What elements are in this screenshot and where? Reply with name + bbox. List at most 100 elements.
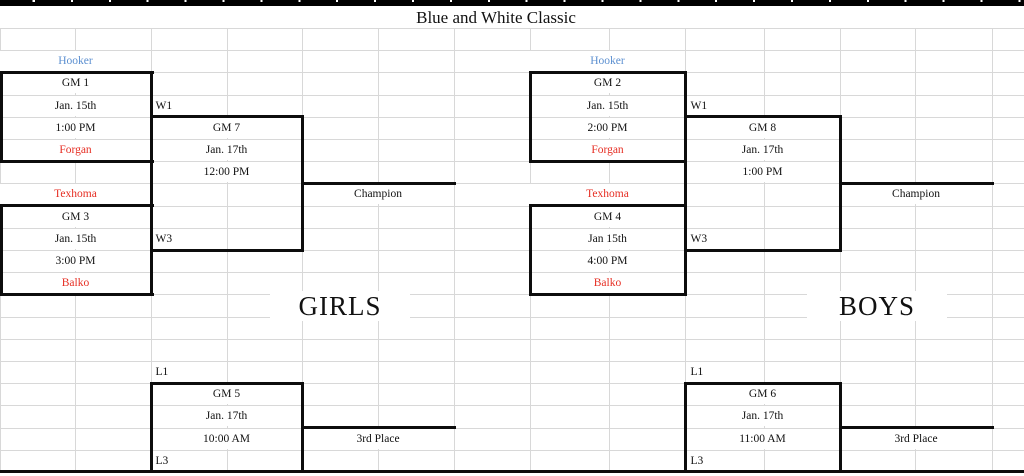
bracket-line [683, 70, 687, 296]
gridline [0, 405, 1024, 407]
girls-semi1-game-name: GM 1 [0, 73, 151, 94]
girls-final-date: Jan. 17th [151, 140, 302, 160]
gridline [0, 338, 1024, 340]
girls-consolation-feeder-bottom: L3 [152, 450, 226, 471]
girls-semi2-time: 3:00 PM [0, 251, 151, 271]
girls-final-time: 12:00 PM [151, 162, 302, 183]
bracket-line [528, 159, 687, 163]
girls-consolation-date: Jan. 17th [151, 406, 302, 427]
page-title: Blue and White Classic [0, 7, 992, 28]
gridline [0, 161, 1024, 163]
girls-semi1-team-bottom: Forgan [0, 140, 151, 160]
bracket-line [149, 381, 304, 385]
bracket-line [683, 381, 842, 385]
bracket-line [0, 70, 154, 74]
gridline [0, 50, 1024, 52]
boys-consolation-feeder-top: L1 [687, 362, 761, 382]
girls-consolation-feeder-top: L1 [152, 362, 226, 382]
gridline [0, 227, 1024, 229]
bracket-line [0, 292, 154, 296]
boys-consolation-time: 11:00 AM [685, 428, 840, 449]
bracket-line [149, 248, 304, 252]
boys-semi2-team-bottom: Balko [530, 273, 685, 294]
girls-final-game-name: GM 7 [151, 117, 302, 138]
gridline [0, 94, 1024, 96]
bracket-line [528, 70, 687, 74]
boys-semi1-time: 2:00 PM [530, 117, 685, 138]
boys-final-time: 1:00 PM [685, 162, 840, 183]
top-border-bar [0, 0, 1024, 6]
gridline [0, 183, 1024, 185]
boys-semi1-team-top: Hooker [530, 51, 685, 72]
boys-semi2-time: 4:00 PM [530, 251, 685, 271]
gridline [0, 28, 1024, 29]
girls-semi1-team-top: Hooker [0, 51, 151, 72]
girls-consolation-time: 10:00 AM [151, 428, 302, 449]
boys-champion-label: Champion [840, 184, 992, 205]
girls-semi1-date: Jan. 15th [0, 95, 151, 116]
gridline [0, 294, 1024, 296]
boys-semi1-game-name: GM 2 [530, 73, 685, 94]
boys-semi1-date: Jan. 15th [530, 95, 685, 116]
bracket-line [300, 115, 304, 252]
girls-semi1-time: 1:00 PM [0, 117, 151, 138]
boys-final-feeder-top: W1 [687, 95, 761, 116]
girls-semi2-date: Jan. 15th [0, 228, 151, 249]
boys-semi2-team-top: Texhoma [530, 184, 685, 205]
girls-semi2-team-top: Texhoma [0, 184, 151, 205]
bracket-line [838, 115, 842, 252]
bracket-line [149, 70, 153, 296]
bracket-line [838, 381, 842, 474]
boys-final-date: Jan. 17th [685, 140, 840, 160]
bracket-line [838, 426, 994, 430]
gridline [0, 383, 1024, 385]
boys-semi2-game-name: GM 4 [530, 206, 685, 227]
gridline [0, 272, 1024, 274]
bracket-line [0, 70, 3, 163]
gridline [0, 139, 1024, 140]
girls-final-feeder-bottom: W3 [152, 228, 226, 249]
bracket-line [683, 381, 687, 474]
bracket-line [683, 115, 842, 119]
bracket-line [0, 204, 3, 296]
gridline [0, 250, 1024, 251]
girls-final-feeder-top: W1 [152, 95, 226, 116]
boys-final-game-name: GM 8 [685, 117, 840, 138]
boys-consolation-date: Jan. 17th [685, 406, 840, 427]
gridline [0, 72, 1024, 74]
bracket-line [300, 381, 304, 474]
bottom-border-bar [0, 470, 1024, 473]
boys-semi1-team-bottom: Forgan [530, 140, 685, 160]
bracket-line [838, 181, 994, 185]
gridline [0, 361, 1024, 362]
gridline [0, 427, 1024, 429]
gridline [0, 205, 1024, 207]
boys-final-feeder-bottom: W3 [687, 228, 761, 249]
bracket-line [0, 204, 154, 208]
girls-third-place-label: 3rd Place [302, 428, 454, 449]
bracket-line [300, 181, 456, 185]
girls-semi2-game-name: GM 3 [0, 206, 151, 227]
bracket-line [300, 426, 456, 430]
girls-section-label: GIRLS [270, 291, 410, 321]
boys-consolation-game-name: GM 6 [685, 384, 840, 405]
boys-section-label: BOYS [807, 291, 947, 321]
top-border-notches [0, 0, 1024, 2]
boys-consolation-feeder-bottom: L3 [687, 450, 761, 471]
bracket-line [528, 292, 687, 296]
gridline [0, 316, 1024, 318]
bracket-line [528, 204, 532, 296]
girls-semi2-team-bottom: Balko [0, 273, 151, 294]
bracket-line [528, 70, 532, 163]
bracket-line [528, 204, 687, 208]
girls-champion-label: Champion [302, 184, 454, 205]
boys-semi2-date: Jan 15th [530, 228, 685, 249]
gridline [0, 116, 1024, 118]
girls-consolation-game-name: GM 5 [151, 384, 302, 405]
gridline [0, 449, 1024, 451]
bracket-line [0, 159, 154, 163]
bracket-line [149, 381, 153, 474]
boys-third-place-label: 3rd Place [840, 428, 992, 449]
bracket-line [149, 115, 304, 119]
